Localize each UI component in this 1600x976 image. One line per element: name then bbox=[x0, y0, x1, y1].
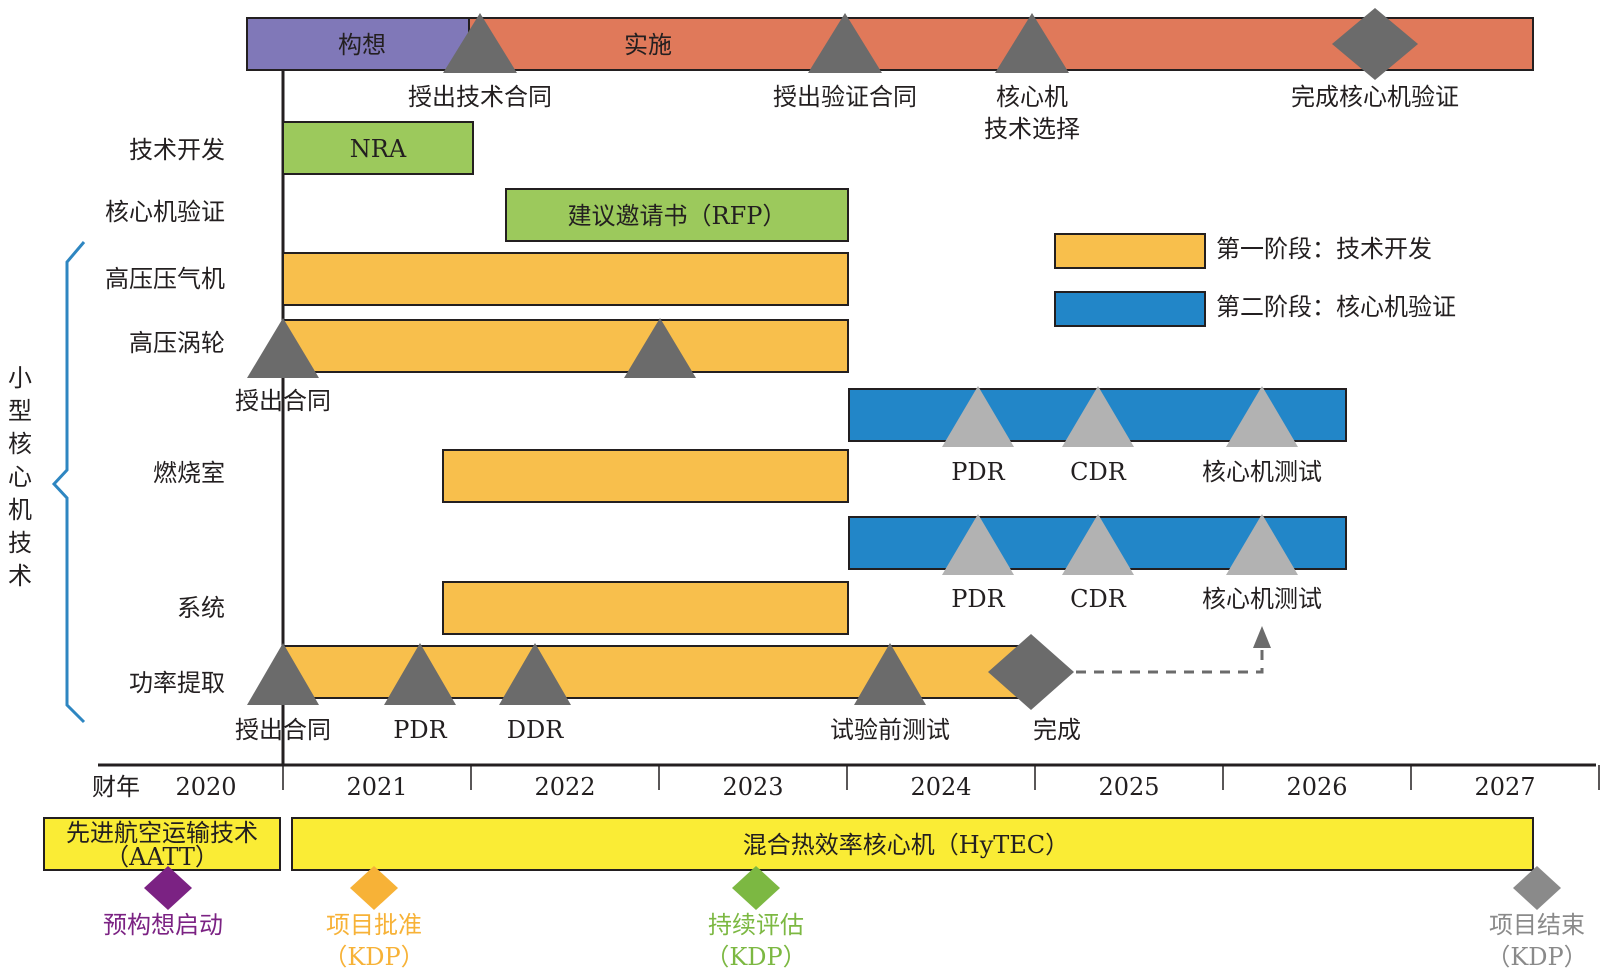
legend-label-phase2: 第二阶段：核心机验证 bbox=[1216, 293, 1456, 321]
row-label-tech-dev: 技术开发 bbox=[129, 136, 225, 164]
kdp-diamond-icon bbox=[350, 866, 398, 910]
milestone-label-core-test: 核心机测试 bbox=[1202, 585, 1322, 613]
milestone-label-core-select-line1: 核心机 bbox=[996, 83, 1068, 111]
brace-label-char: 型 bbox=[8, 397, 32, 425]
milestone-label-pdr: PDR bbox=[951, 458, 1005, 486]
milestone-label-power-pdr: PDR bbox=[393, 716, 447, 744]
year-label: 2024 bbox=[910, 773, 971, 801]
kdp-label-continuation: 持续评估 bbox=[708, 911, 804, 939]
row-label-hpt: 高压涡轮 bbox=[129, 329, 225, 357]
nra-bar bbox=[282, 121, 474, 175]
year-labels: 2020 2021 2022 2023 2024 2025 2026 2027 bbox=[175, 773, 1535, 801]
milestone-label-power-award: 授出合同 bbox=[235, 716, 331, 744]
year-ticks bbox=[282, 765, 1600, 790]
legend: 第一阶段：技术开发 第二阶段：核心机验证 bbox=[1054, 233, 1456, 327]
year-label: 2022 bbox=[534, 773, 595, 801]
phase-implement-label: 实施 bbox=[624, 31, 672, 59]
milestone-label-pre-test: 试验前测试 bbox=[830, 716, 950, 744]
milestone-label-cdr: CDR bbox=[1070, 585, 1127, 613]
arrow-up-icon bbox=[1253, 626, 1271, 648]
legend-swatch-phase2 bbox=[1054, 291, 1206, 327]
kdp-label-preconcept: 预构想启动 bbox=[103, 911, 223, 939]
triangle-pdr-icon bbox=[942, 386, 1014, 447]
aatt-program-label: 先进航空运输技术 bbox=[66, 819, 258, 847]
nra-label: NRA bbox=[350, 135, 407, 163]
rfp-label: 建议邀请书（RFP） bbox=[568, 202, 787, 230]
hytec-program-bar bbox=[291, 817, 1534, 871]
milestone-label-pdr: PDR bbox=[951, 585, 1005, 613]
legend-swatch-phase1 bbox=[1054, 233, 1206, 269]
brace-bracket bbox=[51, 241, 86, 724]
phase-concept-label: 构想 bbox=[338, 31, 386, 59]
hpc-phase1-bar bbox=[282, 252, 849, 306]
kdp-label-approval: 项目批准 bbox=[326, 911, 422, 939]
combustor-phase1-bar bbox=[442, 449, 849, 503]
kdp-diamond-icon bbox=[732, 866, 780, 910]
kdp-sub-approval: （KDP） bbox=[323, 943, 424, 971]
dashed-arrow-connector bbox=[1076, 640, 1264, 674]
year-label: 2025 bbox=[1098, 773, 1159, 801]
kdp-sub-closeout: （KDP） bbox=[1486, 943, 1587, 971]
hpt-phase1-bar bbox=[282, 319, 849, 373]
brace-label-char: 小 bbox=[8, 364, 32, 392]
aatt-program-bar bbox=[43, 817, 281, 871]
triangle-milestone-icon bbox=[247, 643, 319, 705]
rfp-bar bbox=[505, 188, 849, 242]
triangle-milestone-icon bbox=[995, 13, 1069, 73]
milestone-label-complete: 完成 bbox=[1033, 716, 1081, 744]
brace-label-char: 心 bbox=[8, 463, 32, 491]
triangle-milestone-icon bbox=[247, 318, 319, 378]
row-label-combustor: 燃烧室 bbox=[153, 459, 225, 487]
triangle-milestone-icon bbox=[808, 13, 882, 73]
brace-label-char: 核 bbox=[8, 430, 32, 458]
milestone-label-core-verify-complete: 完成核心机验证 bbox=[1291, 83, 1459, 111]
year-label: 2026 bbox=[1286, 773, 1347, 801]
row-label-core-verify: 核心机验证 bbox=[105, 198, 225, 226]
brace-label-char: 技 bbox=[8, 529, 32, 557]
system-phase1-bar bbox=[442, 581, 849, 635]
legend-label-phase1: 第一阶段：技术开发 bbox=[1216, 235, 1432, 263]
milestone-label-core-test: 核心机测试 bbox=[1202, 458, 1322, 486]
triangle-milestone-icon bbox=[499, 643, 571, 705]
brace-label-char: 机 bbox=[8, 496, 32, 524]
triangle-pdr-icon bbox=[942, 514, 1014, 575]
kdp-diamond-icon bbox=[144, 866, 192, 910]
kdp-label-closeout: 项目结束 bbox=[1489, 911, 1585, 939]
triangle-milestone-icon bbox=[854, 643, 926, 705]
year-label: 2027 bbox=[1474, 773, 1535, 801]
year-label: 2020 bbox=[175, 773, 236, 801]
milestone-label-cdr: CDR bbox=[1070, 458, 1127, 486]
triangle-milestone-icon bbox=[384, 643, 456, 705]
diamond-milestone-icon bbox=[1332, 8, 1418, 80]
row-label-hpc: 高压压气机 bbox=[105, 265, 225, 293]
phase-concept-segment bbox=[246, 17, 470, 71]
hytec-program-label: 混合热效率核心机（HyTEC） bbox=[743, 831, 1069, 859]
kdp-diamond-icon bbox=[1513, 866, 1561, 910]
fiscal-year-label: 财年 bbox=[92, 773, 140, 801]
triangle-cdr-icon bbox=[1062, 514, 1134, 575]
milestone-label-hpt-award: 授出合同 bbox=[235, 387, 331, 415]
milestone-label-award-verify-contract: 授出验证合同 bbox=[773, 83, 917, 111]
brace-label-char: 术 bbox=[8, 562, 32, 590]
triangle-milestone-icon bbox=[443, 13, 517, 73]
milestone-label-core-select-line2: 技术选择 bbox=[984, 115, 1080, 143]
triangle-core-test-icon bbox=[1226, 386, 1298, 447]
aatt-program-abbr: （AATT） bbox=[105, 843, 219, 871]
row-label-power: 功率提取 bbox=[129, 669, 225, 697]
triangle-core-test-icon bbox=[1226, 514, 1298, 575]
triangle-cdr-icon bbox=[1062, 386, 1134, 447]
triangle-milestone-icon bbox=[624, 318, 696, 378]
milestone-label-power-ddr: DDR bbox=[507, 716, 564, 744]
milestone-label-award-tech-contract: 授出技术合同 bbox=[408, 83, 552, 111]
row-label-system: 系统 bbox=[177, 594, 225, 622]
year-label: 2023 bbox=[722, 773, 783, 801]
year-label: 2021 bbox=[346, 773, 407, 801]
kdp-sub-continuation: （KDP） bbox=[705, 943, 806, 971]
diamond-milestone-icon bbox=[988, 634, 1074, 710]
